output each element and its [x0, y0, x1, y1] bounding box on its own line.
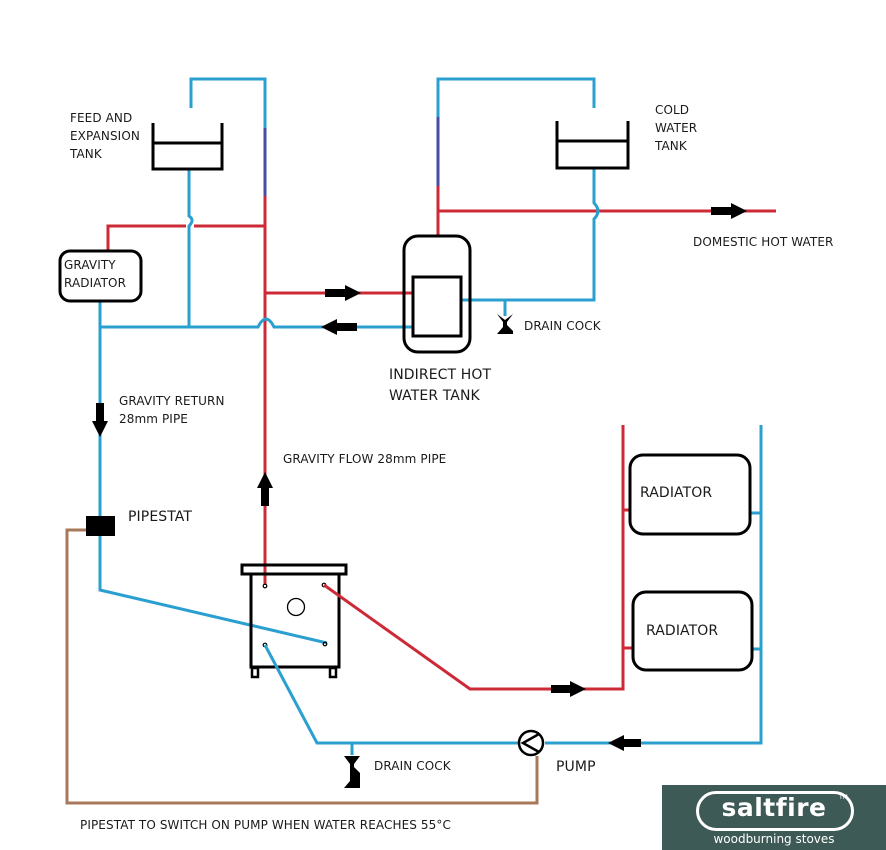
cold-water-tank: [555, 121, 630, 170]
pipestat-wire: [65, 528, 539, 805]
footnote: PIPESTAT TO SWITCH ON PUMP WHEN WATER RE…: [80, 818, 451, 832]
indirect-hot-water-tank-label: INDIRECT HOT WATER TANK: [389, 367, 492, 404]
radiator-1: [628, 453, 752, 536]
logo-trademark: TM: [839, 794, 848, 801]
cold-water-tank-label: COLD WATER TANK: [655, 103, 698, 153]
pipestat-label: PIPESTAT: [128, 509, 193, 525]
coil-return-pipe: [100, 317, 413, 329]
arrow-up-icon: [257, 472, 273, 506]
cold-feed-pipe: [460, 168, 600, 316]
woodburning-stove: [240, 563, 348, 679]
indirect-hot-water-tank: [402, 234, 472, 354]
logo-tagline: woodburning stoves: [713, 832, 835, 846]
cold-tank-vent-pipe: [436, 77, 596, 117]
arrow-right-icon: [325, 285, 361, 301]
feed-tank-vent-pipe: [189, 77, 267, 128]
radiator-1-label: RADIATOR: [640, 485, 713, 501]
drain-cock-top-label: DRAIN COCK: [524, 319, 601, 333]
pumped-return-pipe: [263, 425, 763, 755]
feed-expansion-tank-label: FEED AND EXPANSION TANK: [70, 111, 140, 161]
indirect-coil: [411, 275, 463, 338]
arrow-right-icon: [711, 203, 747, 219]
gravity-flow-label: GRAVITY FLOW 28mm PIPE: [283, 452, 447, 466]
arrow-left-icon: [321, 319, 357, 335]
pump-label: PUMP: [556, 759, 596, 775]
radiator-2-label: RADIATOR: [646, 623, 719, 639]
feed-tank-feed-pipe: [187, 170, 194, 327]
arrow-down-icon: [92, 403, 108, 437]
radiator-2: [631, 590, 754, 672]
pump-icon: [517, 729, 545, 757]
drain-cock-icon: [497, 314, 513, 334]
feed-expansion-tank: [151, 123, 224, 171]
saltfire-logo: saltfire TM woodburning stoves: [662, 785, 886, 850]
drain-cock-bottom-label: DRAIN COCK: [374, 759, 451, 773]
gravity-radiator-flow: [106, 224, 265, 250]
domestic-hot-water-label: DOMESTIC HOT WATER: [693, 235, 834, 249]
logo-pill: [696, 791, 854, 831]
gravity-radiator-return: [98, 301, 328, 645]
gravity-return-label: GRAVITY RETURN 28mm PIPE: [119, 394, 225, 426]
arrow-left-icon: [608, 735, 641, 751]
gravity-radiator: [58, 249, 143, 303]
logo-brand: saltfire: [721, 793, 827, 822]
drain-cock-icon: [344, 756, 360, 788]
arrow-right-icon: [551, 681, 586, 697]
pipestat-sensor: [86, 516, 115, 536]
gravity-radiator-label: GRAVITY RADIATOR: [64, 258, 127, 290]
